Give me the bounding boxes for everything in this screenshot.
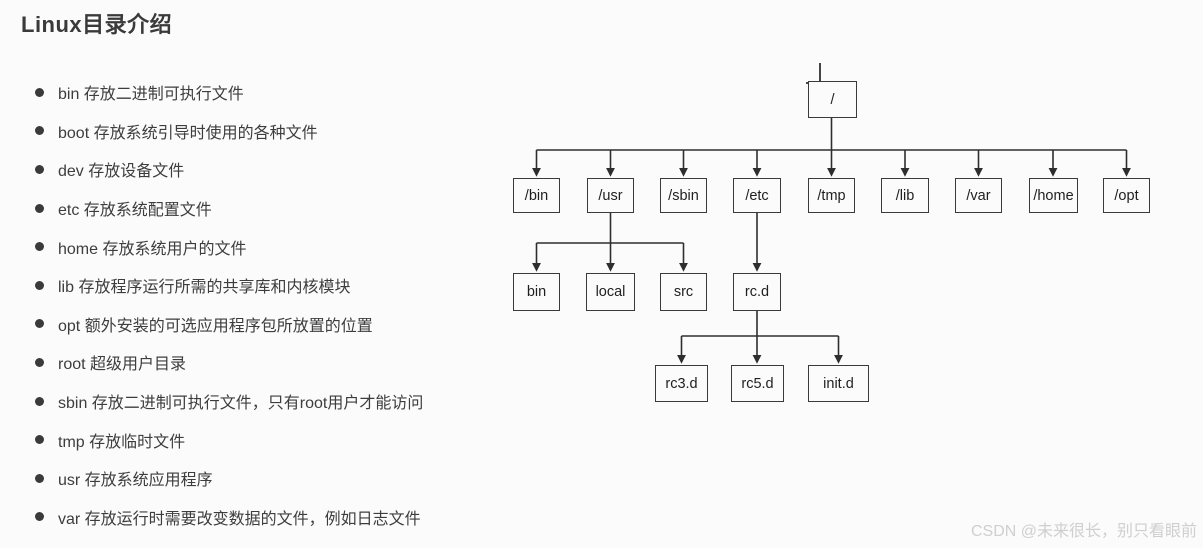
- list-item-text: lib 存放程序运行所需的共享库和内核模块: [58, 279, 351, 297]
- list-item: dev 存放设备文件: [35, 150, 423, 189]
- page-title: Linux目录介绍: [21, 12, 173, 37]
- tree-node-rc3d: rc3.d: [655, 365, 708, 402]
- list-item: tmp 存放临时文件: [35, 420, 423, 459]
- tree-node-rc5d: rc5.d: [731, 365, 784, 402]
- list-item-text: root 超级用户目录: [58, 356, 187, 374]
- directory-notes-list: bin 存放二进制可执行文件 boot 存放系统引导时使用的各种文件 dev 存…: [35, 73, 423, 536]
- tree-node-home: /home: [1029, 178, 1078, 213]
- list-item: boot 存放系统引导时使用的各种文件: [35, 112, 423, 151]
- tree-node-usr: /usr: [587, 178, 634, 213]
- bullet-icon: [35, 396, 44, 406]
- bullet-icon: [35, 164, 44, 174]
- bullet-icon: [35, 126, 44, 136]
- bullet-icon: [35, 203, 44, 213]
- list-item-text: var 存放运行时需要改变数据的文件，例如日志文件: [58, 510, 421, 528]
- list-item: opt 额外安装的可选应用程序包所放置的位置: [35, 305, 423, 344]
- bullet-icon: [35, 280, 44, 290]
- tree-node-rcd: rc.d: [733, 273, 781, 311]
- list-item-text: dev 存放设备文件: [58, 163, 185, 181]
- tree-node-opt: /opt: [1103, 178, 1150, 213]
- list-item: etc 存放系统配置文件: [35, 189, 423, 228]
- tree-node-usr-local: local: [586, 273, 635, 311]
- tree-node-root: /: [808, 81, 857, 118]
- list-item: bin 存放二进制可执行文件: [35, 73, 423, 112]
- list-item-text: home 存放系统用户的文件: [58, 240, 247, 258]
- list-item-text: tmp 存放临时文件: [58, 433, 186, 451]
- tree-node-etc: /etc: [733, 178, 781, 213]
- tree-node-sbin: /sbin: [660, 178, 707, 213]
- bullet-icon: [35, 473, 44, 483]
- list-item: var 存放运行时需要改变数据的文件，例如日志文件: [35, 498, 423, 537]
- tree-node-usr-bin: bin: [513, 273, 560, 311]
- list-item: home 存放系统用户的文件: [35, 227, 423, 266]
- list-item-text: opt 额外安装的可选应用程序包所放置的位置: [58, 317, 373, 335]
- bullet-icon: [35, 319, 44, 329]
- tree-node-bin: /bin: [513, 178, 560, 213]
- tree-node-tmp: /tmp: [808, 178, 855, 213]
- list-item: sbin 存放二进制可执行文件，只有root用户才能访问: [35, 382, 423, 421]
- bullet-icon: [35, 357, 44, 367]
- list-item-text: etc 存放系统配置文件: [58, 202, 212, 220]
- list-item-text: boot 存放系统引导时使用的各种文件: [58, 124, 318, 142]
- list-item: lib 存放程序运行所需的共享库和内核模块: [35, 266, 423, 305]
- bullet-icon: [35, 242, 44, 252]
- tree-node-usr-src: src: [660, 273, 707, 311]
- list-item-text: bin 存放二进制可执行文件: [58, 86, 244, 104]
- list-item-text: sbin 存放二进制可执行文件，只有root用户才能访问: [58, 395, 424, 413]
- tree-node-lib: /lib: [881, 178, 929, 213]
- list-item: usr 存放系统应用程序: [35, 459, 423, 498]
- tree-node-var: /var: [955, 178, 1002, 213]
- bullet-icon: [35, 435, 44, 445]
- list-item-text: usr 存放系统应用程序: [58, 472, 213, 490]
- connector-lines: [532, 118, 1131, 364]
- tree-node-initd: init.d: [808, 365, 869, 402]
- bullet-icon: [35, 87, 44, 97]
- list-item: root 超级用户目录: [35, 343, 423, 382]
- watermark-text: CSDN @未来很长，别只看眼前: [970, 523, 1197, 540]
- bullet-icon: [35, 512, 44, 522]
